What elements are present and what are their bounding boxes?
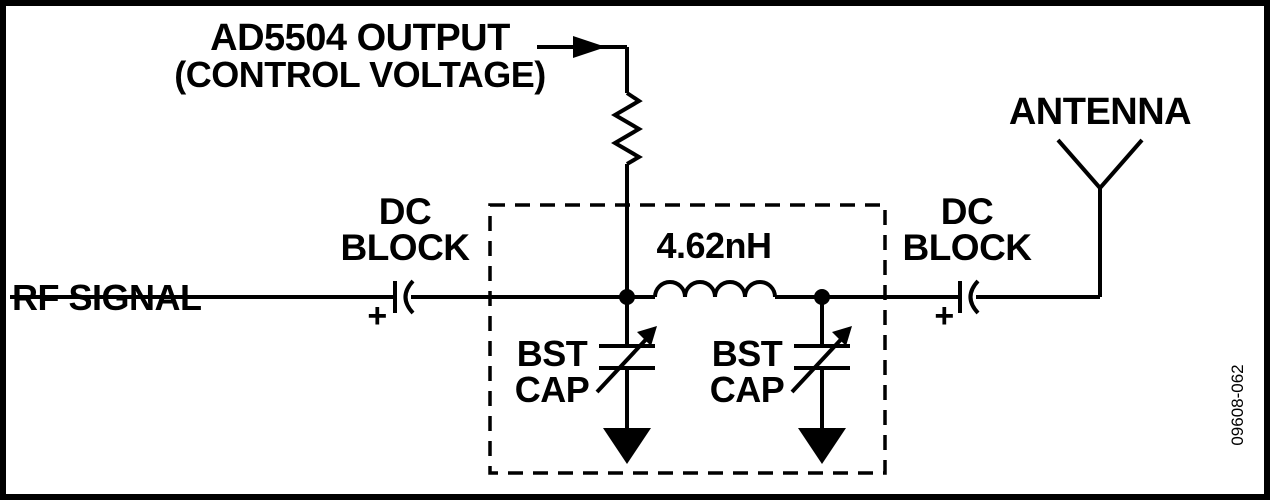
bst-left-varactor-arrowhead: [637, 326, 657, 346]
control-voltage-label-line1: AD5504 OUTPUT: [210, 17, 510, 59]
dc-block-right-label-line1: DC: [941, 191, 993, 232]
rf-signal-label: RF SIGNAL: [12, 277, 202, 318]
inductor-coil: [653, 280, 777, 298]
resistor: [611, 91, 643, 166]
filled-shapes: [573, 36, 852, 464]
wires: [10, 45, 1144, 428]
bst-right-varactor-arrowhead: [832, 326, 852, 346]
bst-cap-right-label-line1: BST: [712, 333, 783, 374]
bst-left-varactor-arrow-shaft: [595, 331, 654, 394]
polarity-plus-right: +: [934, 297, 953, 335]
polarity-plus-left: +: [367, 297, 386, 335]
dc-block-right-label-line2: BLOCK: [902, 227, 1032, 268]
control-arrowhead-icon: [573, 36, 606, 58]
bst-right-varactor-arrow-shaft: [790, 331, 849, 394]
dc-block-left-label-line1: DC: [379, 191, 431, 232]
tuner-module-dashed-box: [488, 203, 887, 475]
node-left: [619, 289, 635, 305]
bst-cap-left-label-line1: BST: [517, 333, 588, 374]
figure-number: 09608-062: [1228, 364, 1247, 445]
ground-symbol-right: [798, 428, 846, 464]
dc-block-left-label-line2: BLOCK: [340, 227, 470, 268]
dc-block-right-plate-curved: [968, 279, 980, 315]
antenna-arm-left: [1056, 138, 1102, 190]
ground-symbol-left: [603, 428, 651, 464]
dc-block-left-plate-curved: [403, 279, 415, 315]
antenna-arm-right: [1098, 138, 1144, 190]
inductor-value-label: 4.62nH: [656, 225, 771, 266]
control-voltage-label-line2: (CONTROL VOLTAGE): [174, 54, 545, 95]
bst-cap-left-label-line2: CAP: [515, 369, 590, 410]
node-right: [814, 289, 830, 305]
bst-cap-right-label-line2: CAP: [710, 369, 785, 410]
antenna-label: ANTENNA: [1009, 91, 1191, 133]
